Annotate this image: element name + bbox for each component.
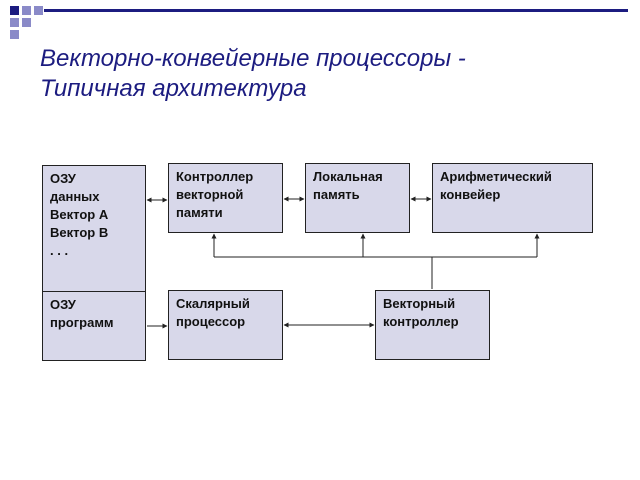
node-ozu-data-line: . . . [50,243,69,258]
node-local-memory-line: память [313,187,360,202]
node-ozu-program: ОЗУ программ [42,291,146,361]
deco-square-6 [10,30,19,39]
deco-square-4 [22,18,31,27]
slide-title-line-1: Векторно-конвейерные процессоры - [40,45,466,72]
deco-square-2 [22,6,31,15]
node-vmc-line: памяти [176,205,223,220]
node-vmc-line: Контроллер [176,169,254,184]
slide-title: Векторно-конвейерные процессоры - Типичн… [40,44,620,104]
node-ozu-data: ОЗУ данных Вектор А Вектор В . . . [42,165,146,292]
node-vector-memory-controller: Контроллер векторной памяти [168,163,283,233]
node-pipeline-line: Арифметический [440,169,552,184]
node-vector-controller-line: контроллер [383,314,459,329]
slide-title-line-2: Типичная архитектура [40,75,307,102]
node-vector-controller-line: Векторный [383,296,456,311]
node-ozu-data-line: ОЗУ [50,171,76,186]
deco-square-5 [10,18,19,27]
node-pipeline-line: конвейер [440,187,501,202]
node-vmc-line: векторной [176,187,244,202]
node-local-memory-line: Локальная [313,169,383,184]
node-ozu-data-line: данных [50,189,100,204]
node-scalar-processor: Скалярный процессор [168,290,283,360]
node-ozu-data-line: Вектор В [50,225,109,240]
node-vector-controller: Векторный контроллер [375,290,490,360]
deco-square-3 [34,6,43,15]
node-arithmetic-pipeline: Арифметический конвейер [432,163,593,233]
title-bar-line [44,9,628,12]
node-scalar-line: Скалярный [176,296,250,311]
node-ozu-data-line: Вектор А [50,207,109,222]
corner-decoration [10,6,628,39]
deco-square-1 [10,6,19,15]
node-scalar-line: процессор [176,314,246,329]
node-local-memory: Локальная память [305,163,410,233]
node-ozu-program-line: программ [50,315,114,330]
node-ozu-program-line: ОЗУ [50,297,76,312]
